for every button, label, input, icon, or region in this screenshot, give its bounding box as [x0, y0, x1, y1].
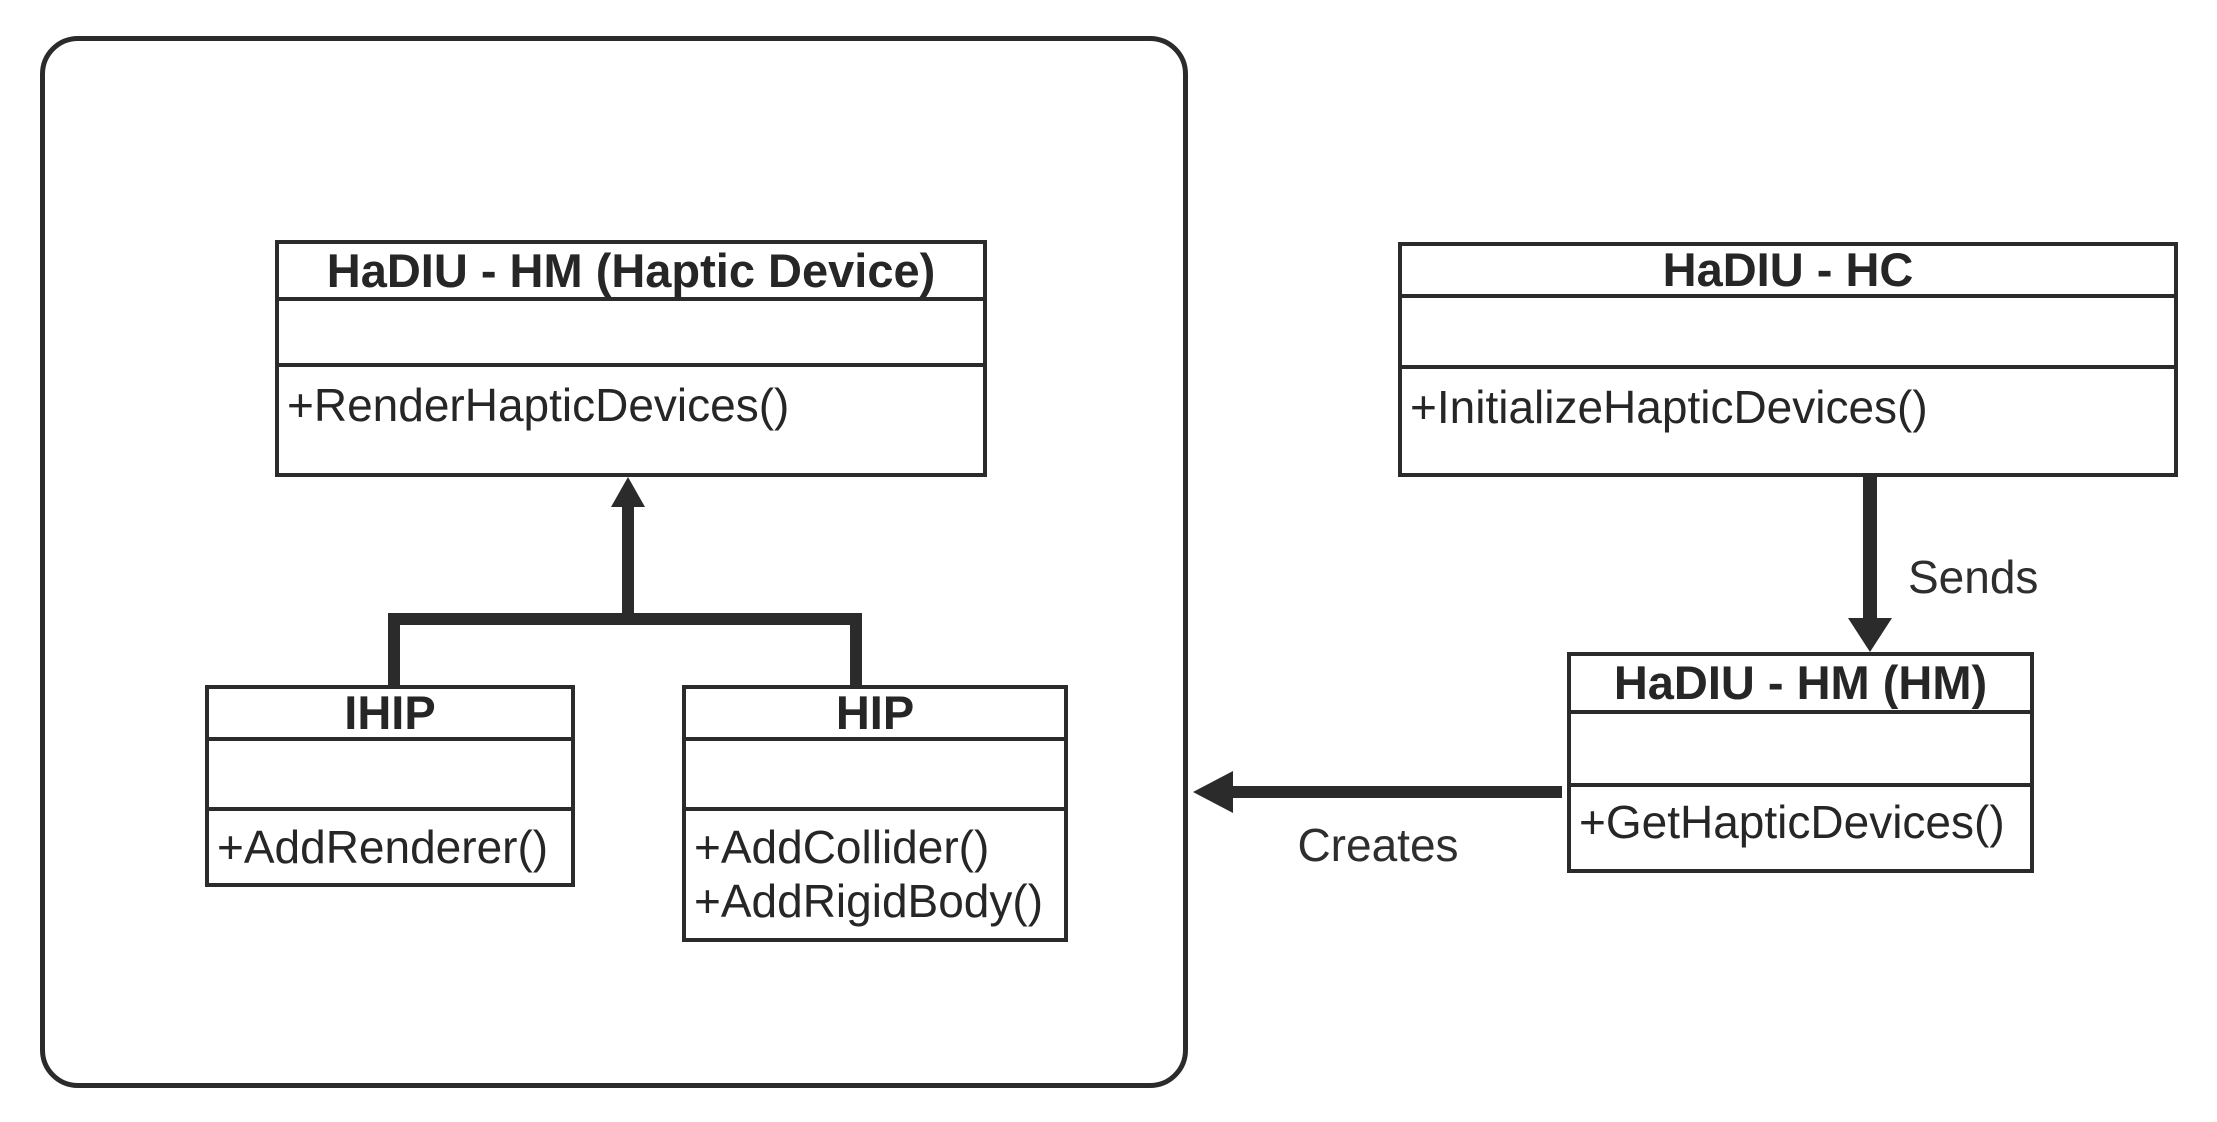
class-methods-section: +InitializeHapticDevices() — [1402, 369, 2174, 473]
inheritance-arrow-crossbar — [388, 613, 862, 625]
sends-edge-label: Sends — [1908, 551, 2039, 603]
class-title: IHIP — [209, 689, 571, 741]
creates-arrowhead-left-icon — [1193, 771, 1233, 813]
class-box-hip: HIP +AddCollider() +AddRigidBody() — [682, 685, 1068, 942]
creates-edge-label: Creates — [1297, 819, 1459, 871]
sends-arrowhead-down-icon — [1848, 618, 1892, 652]
class-methods-section: +AddRenderer() — [209, 811, 571, 883]
class-attributes-section — [279, 301, 983, 367]
inheritance-arrow-ihip-branch — [388, 613, 400, 687]
class-title: HaDIU - HM (Haptic Device) — [279, 244, 983, 301]
class-box-hadiu-hm-hm: HaDIU - HM (HM) +GetHapticDevices() — [1567, 652, 2034, 873]
sends-arrow-line — [1863, 475, 1877, 623]
method-text: +GetHapticDevices() — [1579, 796, 2005, 848]
class-methods-section: +GetHapticDevices() — [1571, 787, 2030, 869]
method-text: +InitializeHapticDevices() — [1410, 381, 1928, 433]
inheritance-arrow-stem — [622, 500, 634, 625]
class-title: HIP — [686, 689, 1064, 741]
class-title: HaDIU - HM (HM) — [1571, 656, 2030, 714]
class-box-hadiu-hm-haptic-device: HaDIU - HM (Haptic Device) +RenderHaptic… — [275, 240, 987, 477]
method-text: +AddRigidBody() — [694, 875, 1044, 928]
class-box-hadiu-hc: HaDIU - HC +InitializeHapticDevices() — [1398, 242, 2178, 477]
method-text: +AddCollider() — [694, 821, 990, 873]
method-text: +RenderHapticDevices() — [287, 379, 790, 431]
method-text: +AddRenderer() — [217, 821, 549, 873]
class-attributes-section — [209, 741, 571, 811]
creates-arrow-line — [1226, 786, 1562, 798]
class-methods-section: +RenderHapticDevices() — [279, 367, 983, 473]
class-attributes-section — [686, 741, 1064, 811]
class-attributes-section — [1402, 298, 2174, 369]
class-methods-section: +AddCollider() +AddRigidBody() — [686, 811, 1064, 938]
inheritance-arrow-hip-branch — [850, 613, 862, 687]
class-attributes-section — [1571, 714, 2030, 787]
class-title: HaDIU - HC — [1402, 246, 2174, 298]
class-box-ihip: IHIP +AddRenderer() — [205, 685, 575, 887]
